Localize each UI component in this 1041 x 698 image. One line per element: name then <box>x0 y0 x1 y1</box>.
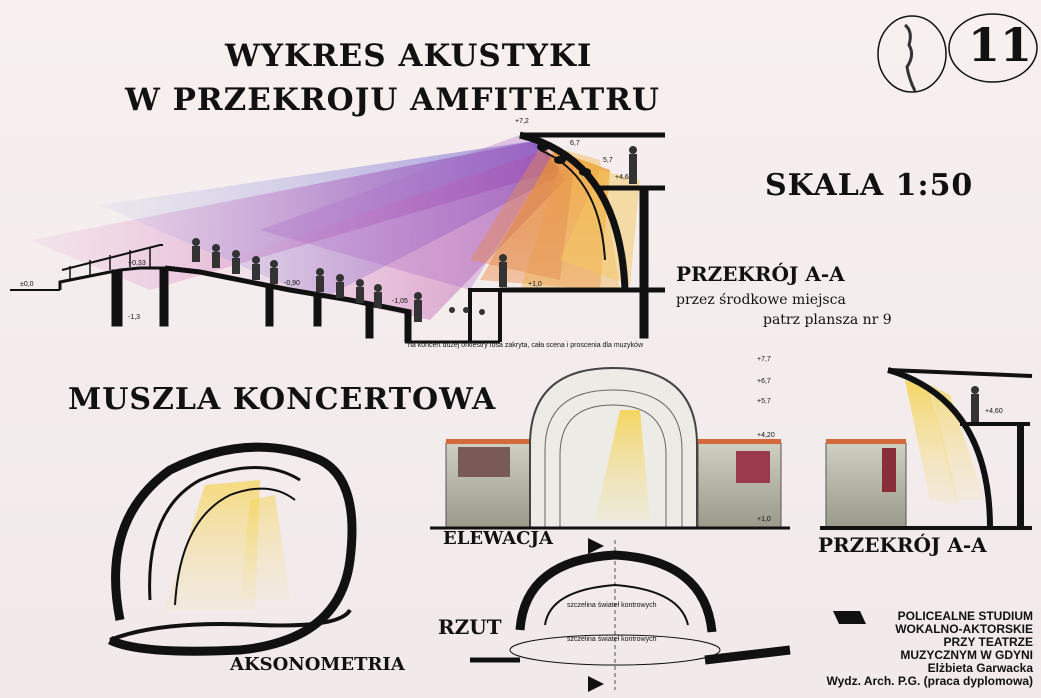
title-line1: WYKRES AKUSTYKI <box>225 38 593 74</box>
axonometry-label: AKSONOMETRIA <box>230 654 405 675</box>
school-logo <box>833 611 866 624</box>
elevation-drawing <box>430 366 790 530</box>
section-label: PRZEKRÓJ A-A <box>676 262 845 286</box>
footer-block: POLICEALNE STUDIUM WOKALNO-AKTORSKIE PRZ… <box>827 610 1034 688</box>
axonometry-drawing <box>107 442 357 656</box>
elevation-label: ELEWACJA <box>443 528 553 549</box>
emblem <box>877 13 1038 93</box>
footer-author: Elżbieta Garwacka <box>927 661 1033 675</box>
section-desc1: przez środkowe miejsca <box>676 292 846 308</box>
shell-section-right <box>820 367 1033 530</box>
plan-label: RZUT <box>438 615 502 639</box>
level-marker: +7,7 <box>757 356 771 363</box>
level-marker: 6,7 <box>570 140 580 147</box>
shell-title: MUSZLA KONCERTOWA <box>68 382 497 417</box>
amphitheatre-section <box>10 131 665 344</box>
footer-line1: POLICEALNE STUDIUM <box>897 609 1033 623</box>
footer-line4: MUZYCZNYM W GDYNI <box>900 648 1033 662</box>
level-marker: +4,6 <box>615 174 629 181</box>
title-line2: W PRZEKROJU AMFITEATRU <box>125 82 660 118</box>
plan-note-2: szczelina świateł kontrowych <box>567 636 657 643</box>
scale-label: SKALA 1:50 <box>765 168 974 203</box>
section-desc2: patrz plansza nr 9 <box>763 312 892 328</box>
sheet-number: 11 <box>968 18 1033 72</box>
section-label-2: PRZEKRÓJ A-A <box>818 533 987 557</box>
footer-line2: WOKALNO-AKTORSKIE <box>895 622 1033 636</box>
plan-note-1: szczelina świateł kontrowych <box>567 602 657 609</box>
level-marker: 5,7 <box>603 157 613 164</box>
footer-line3: PRZY TEATRZE <box>943 635 1033 649</box>
footer-school: Wydz. Arch. P.G. (praca dyplomowa) <box>826 674 1034 688</box>
level-marker: +7,2 <box>515 118 529 125</box>
level-marker: +4,60 <box>985 408 1003 415</box>
level-marker: -1,3 <box>128 314 141 321</box>
level-marker: ±0,0 <box>20 281 34 288</box>
level-marker: +1,0 <box>528 281 542 288</box>
orchestra-note: na koncert dużej orkiestry fosa zakryta,… <box>408 342 643 349</box>
stage-lights <box>537 143 591 176</box>
level-marker: -0,90 <box>284 280 300 287</box>
level-marker: +1,0 <box>757 516 771 523</box>
level-marker: +4,20 <box>757 432 775 439</box>
level-marker: +6,7 <box>757 378 771 385</box>
level-marker: +5,7 <box>757 398 771 405</box>
level-marker: -1,05 <box>392 298 408 305</box>
level-marker: +0,33 <box>128 260 146 267</box>
audience-figures <box>192 146 637 322</box>
plan-drawing <box>470 538 791 692</box>
